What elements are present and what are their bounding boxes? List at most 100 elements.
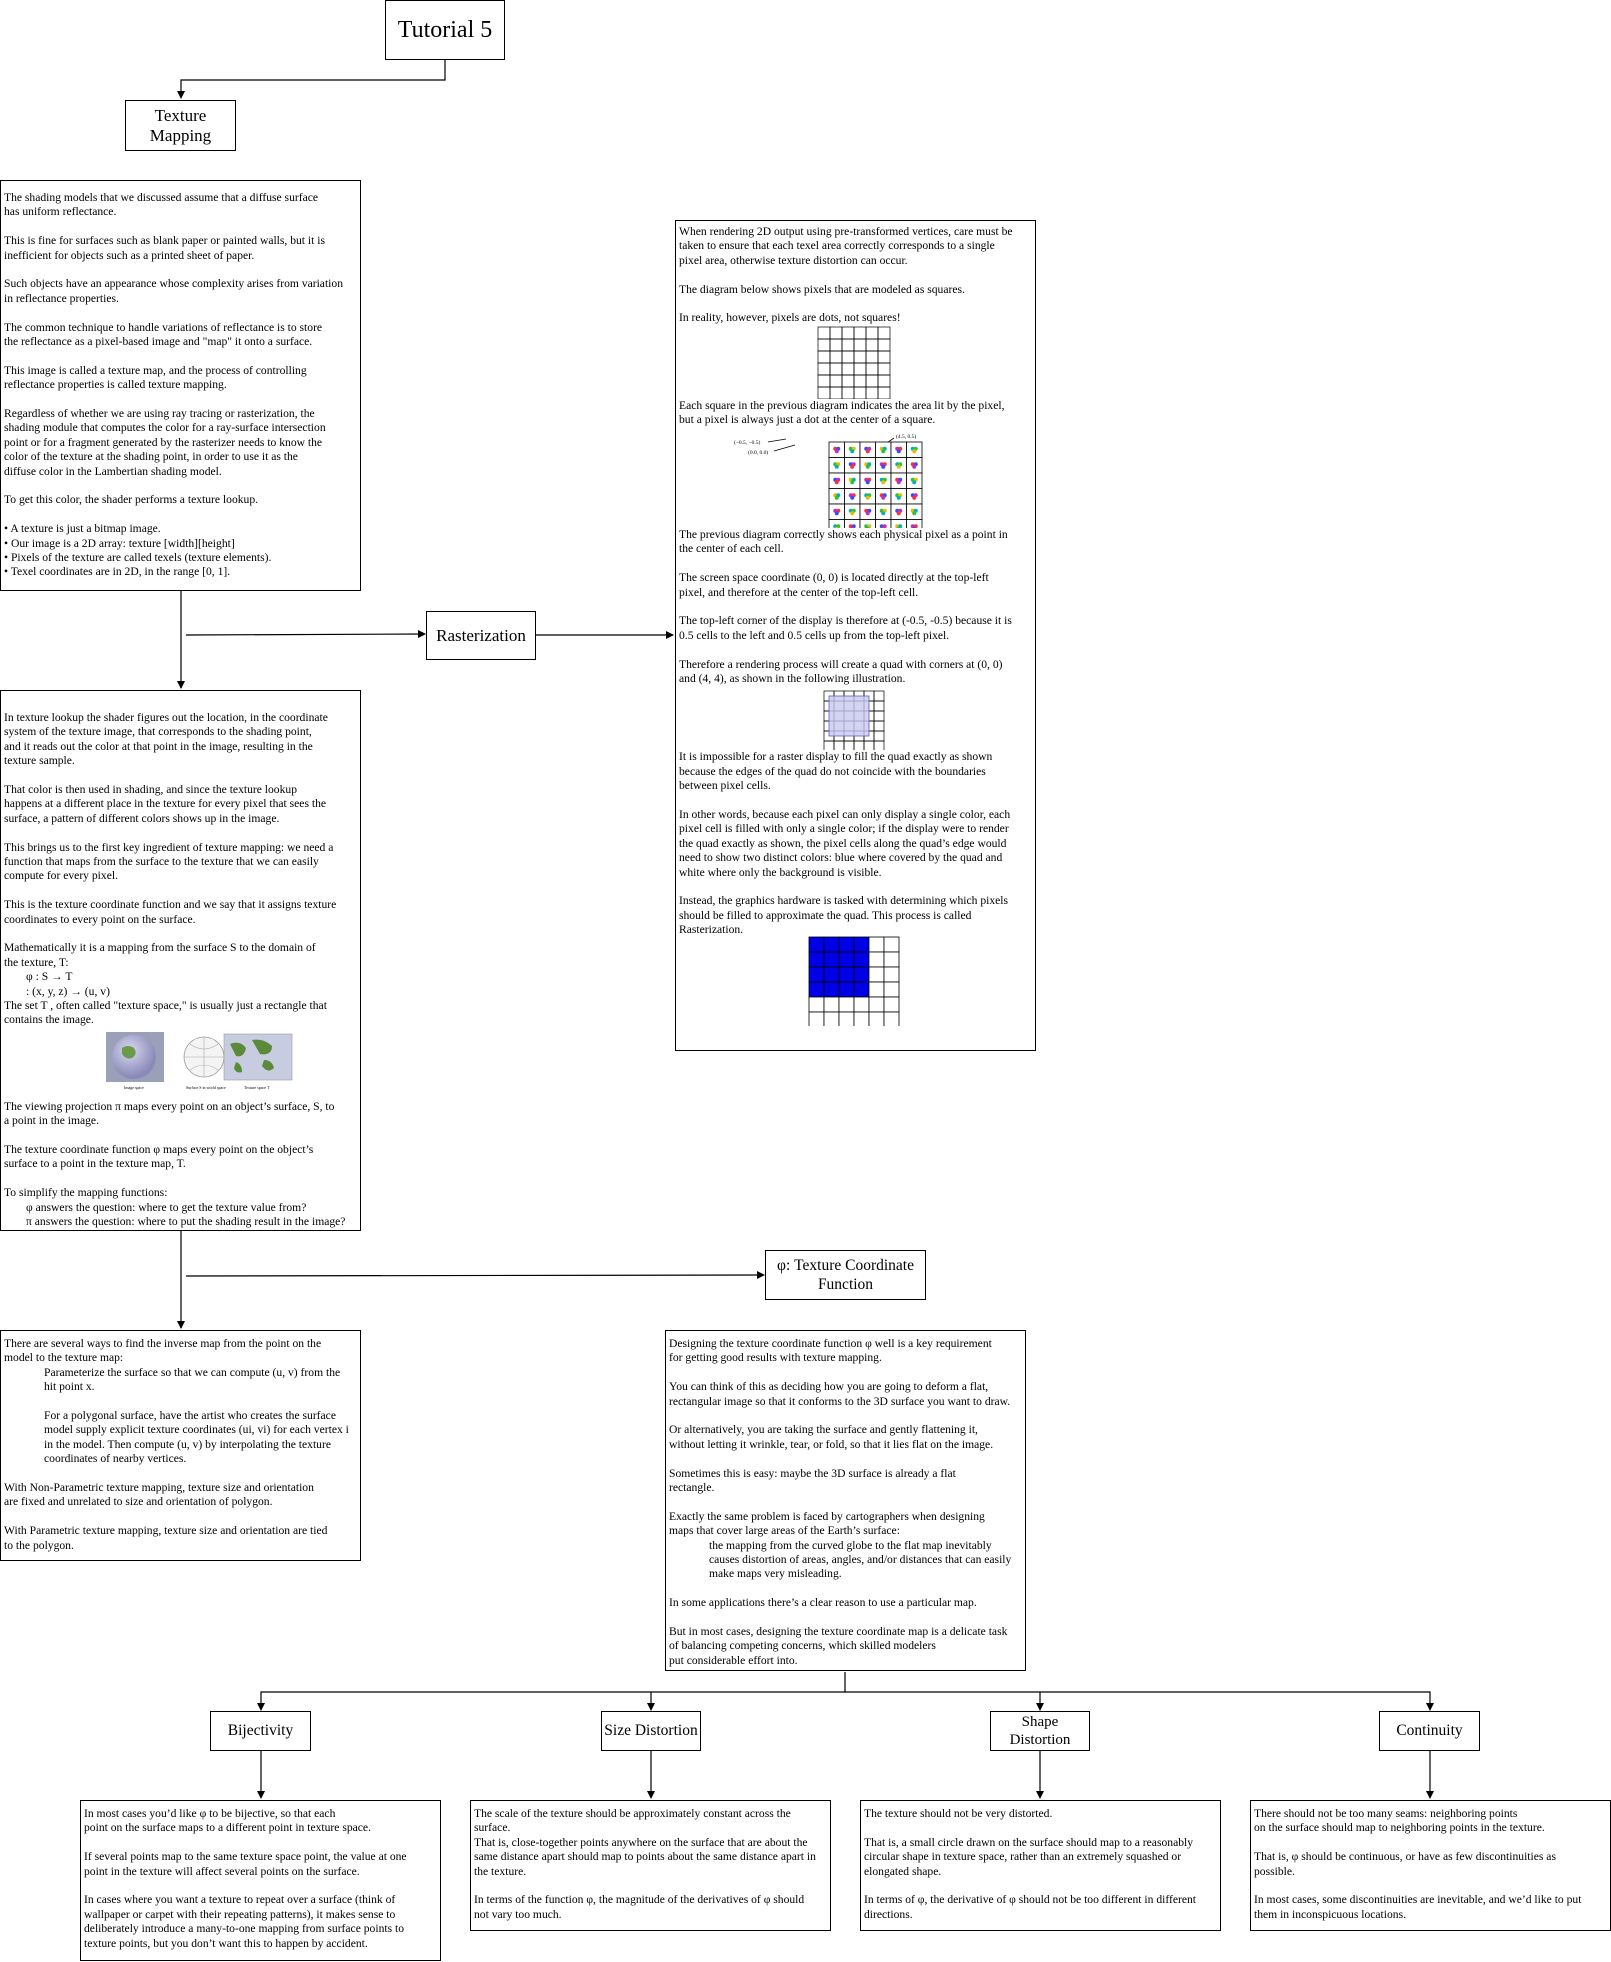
rasterized-pixel — [823, 936, 840, 953]
rasterized-pixel — [853, 966, 870, 983]
intro-p4: The common technique to handle variation… — [4, 320, 323, 349]
tutorial-5-node: Tutorial 5 — [385, 0, 505, 60]
intro-bullet: • Texel coordinates are in 2D, in the ra… — [4, 565, 231, 579]
lookup-phi-answer: φ answers the question: where to get the… — [26, 1200, 307, 1214]
label-origin: (0.0, 0.0) — [748, 449, 768, 456]
formula-mapping: : (x, y, z) → (u, v) — [26, 984, 110, 998]
pixel-dot — [865, 511, 870, 516]
intro-p2: This is fine for surfaces such as blank … — [4, 234, 326, 262]
pixel-cell — [865, 374, 878, 388]
pixel-cell — [817, 350, 830, 364]
rasterized-pixel — [853, 936, 870, 953]
pixel-cell — [868, 1011, 885, 1026]
size-distortion-node: Size Distortion — [601, 1711, 701, 1751]
lookup-p9: To simplify the mapping functions: — [4, 1186, 168, 1200]
pixel-cell — [823, 741, 835, 751]
intro-bullet: • Our image is a 2D array: texture [widt… — [4, 536, 235, 550]
pixel-cell — [865, 386, 878, 399]
shape-distortion-box: The texture should not be very distorted… — [860, 1800, 1221, 1931]
pixel-dot — [865, 526, 870, 529]
pixel-dot-grid: (−0.5, −0.5) (0.0, 0.0) (4.5, 0.5) — [734, 433, 923, 529]
pixel-dot — [865, 480, 870, 485]
pixel-cell — [883, 966, 900, 983]
label-minus-half: (−0.5, −0.5) — [734, 439, 761, 446]
pixel-dot — [881, 449, 886, 454]
pixel-cell — [865, 362, 878, 376]
pixel-dot — [834, 449, 839, 454]
pixel-dot — [850, 464, 855, 469]
tutorial-5-title: Tutorial 5 — [397, 16, 493, 43]
size-p1: The scale of the texture should be appro… — [474, 1807, 816, 1878]
pixel-dot — [865, 464, 870, 469]
pixel-dot — [834, 480, 839, 485]
rasterized-pixel — [853, 981, 870, 998]
pixel-cell — [865, 338, 878, 352]
pixel-dot-figure: (−0.5, −0.5) (0.0, 0.0) (4.5, 0.5) — [679, 432, 1033, 529]
pixel-cell — [841, 338, 854, 352]
rasterized-quad-grid — [808, 936, 900, 1026]
pixel-cell — [883, 996, 900, 1013]
pixel-cell — [841, 386, 854, 399]
raster-p9: It is impossible for a raster display to… — [679, 750, 993, 793]
pixel-cell — [853, 1011, 870, 1026]
continuity-node: Continuity — [1379, 1711, 1480, 1751]
tcf-p6: In some applications there’s a clear rea… — [669, 1596, 977, 1610]
bijectivity-title: Bijectivity — [227, 1722, 294, 1739]
pixel-cell — [829, 374, 842, 388]
intro-p7: To get this color, the shader performs a… — [4, 493, 259, 507]
pixel-cell — [873, 741, 885, 751]
pixel-cell — [873, 711, 885, 722]
pixel-dot — [896, 464, 901, 469]
pixel-dot — [865, 495, 870, 500]
pixel-dot — [912, 495, 917, 500]
pixel-dot — [896, 526, 901, 529]
pixel-cell — [853, 996, 870, 1013]
raster-p3: In reality, however, pixels are dots, no… — [679, 311, 901, 325]
rasterized-pixel — [838, 951, 855, 968]
inverse-box: There are several ways to find the inver… — [0, 1330, 361, 1561]
intro-box: The shading models that we discussed ass… — [0, 180, 361, 591]
pixel-cell — [841, 362, 854, 376]
intro-p6: Regardless of whether we are using ray t… — [4, 407, 326, 478]
texture-mapping-node: Texture Mapping — [125, 100, 236, 151]
shape-distortion-node: Shape Distortion — [990, 1711, 1090, 1751]
pixel-cell — [853, 350, 866, 364]
lookup-p7: The viewing projection π maps every poin… — [4, 1099, 335, 1128]
pixel-dot — [881, 526, 886, 529]
pixel-cell — [817, 374, 830, 388]
rasterized-pixel — [838, 936, 855, 953]
pixel-dot — [896, 449, 901, 454]
rasterized-pixel — [838, 981, 855, 998]
pixel-cell — [873, 731, 885, 742]
pixel-cell — [829, 326, 842, 340]
rasterized-pixel — [808, 936, 825, 953]
bijectivity-node: Bijectivity — [210, 1711, 311, 1751]
tcf-p3: Or alternatively, you are taking the sur… — [669, 1423, 994, 1451]
lookup-p4: This is the texture coordinate function … — [4, 898, 337, 926]
pixel-cell — [877, 338, 890, 352]
pixel-cell — [883, 951, 900, 968]
size-distortion-title: Size Distortion — [604, 1722, 698, 1739]
pixel-cell — [868, 966, 885, 983]
pixel-cell — [865, 350, 878, 364]
pixel-dot — [896, 511, 901, 516]
inverse-p3: With Parametric texture mapping, texture… — [4, 1524, 328, 1552]
pixel-cell — [883, 1011, 900, 1026]
pixel-dot — [881, 495, 886, 500]
pixel-cell — [868, 951, 885, 968]
continuity-p3: In most cases, some discontinuities are … — [1254, 1893, 1582, 1921]
pixel-cell — [853, 362, 866, 376]
pixel-dot — [850, 480, 855, 485]
pixel-dot — [850, 449, 855, 454]
fig-label-image: Image space — [124, 1085, 144, 1090]
continuity-box: There should not be too many seams: neig… — [1250, 1800, 1611, 1931]
rasterized-pixel — [808, 981, 825, 998]
pixel-cell — [817, 386, 830, 399]
shape-p1: The texture should not be very distorted… — [864, 1807, 1053, 1820]
pixel-cell — [853, 338, 866, 352]
pixel-cell — [841, 350, 854, 364]
tcf-node: φ: Texture Coordinate Function — [765, 1250, 926, 1300]
continuity-p2: That is, φ should be continuous, or have… — [1254, 1850, 1556, 1878]
size-distortion-box: The scale of the texture should be appro… — [470, 1800, 831, 1931]
